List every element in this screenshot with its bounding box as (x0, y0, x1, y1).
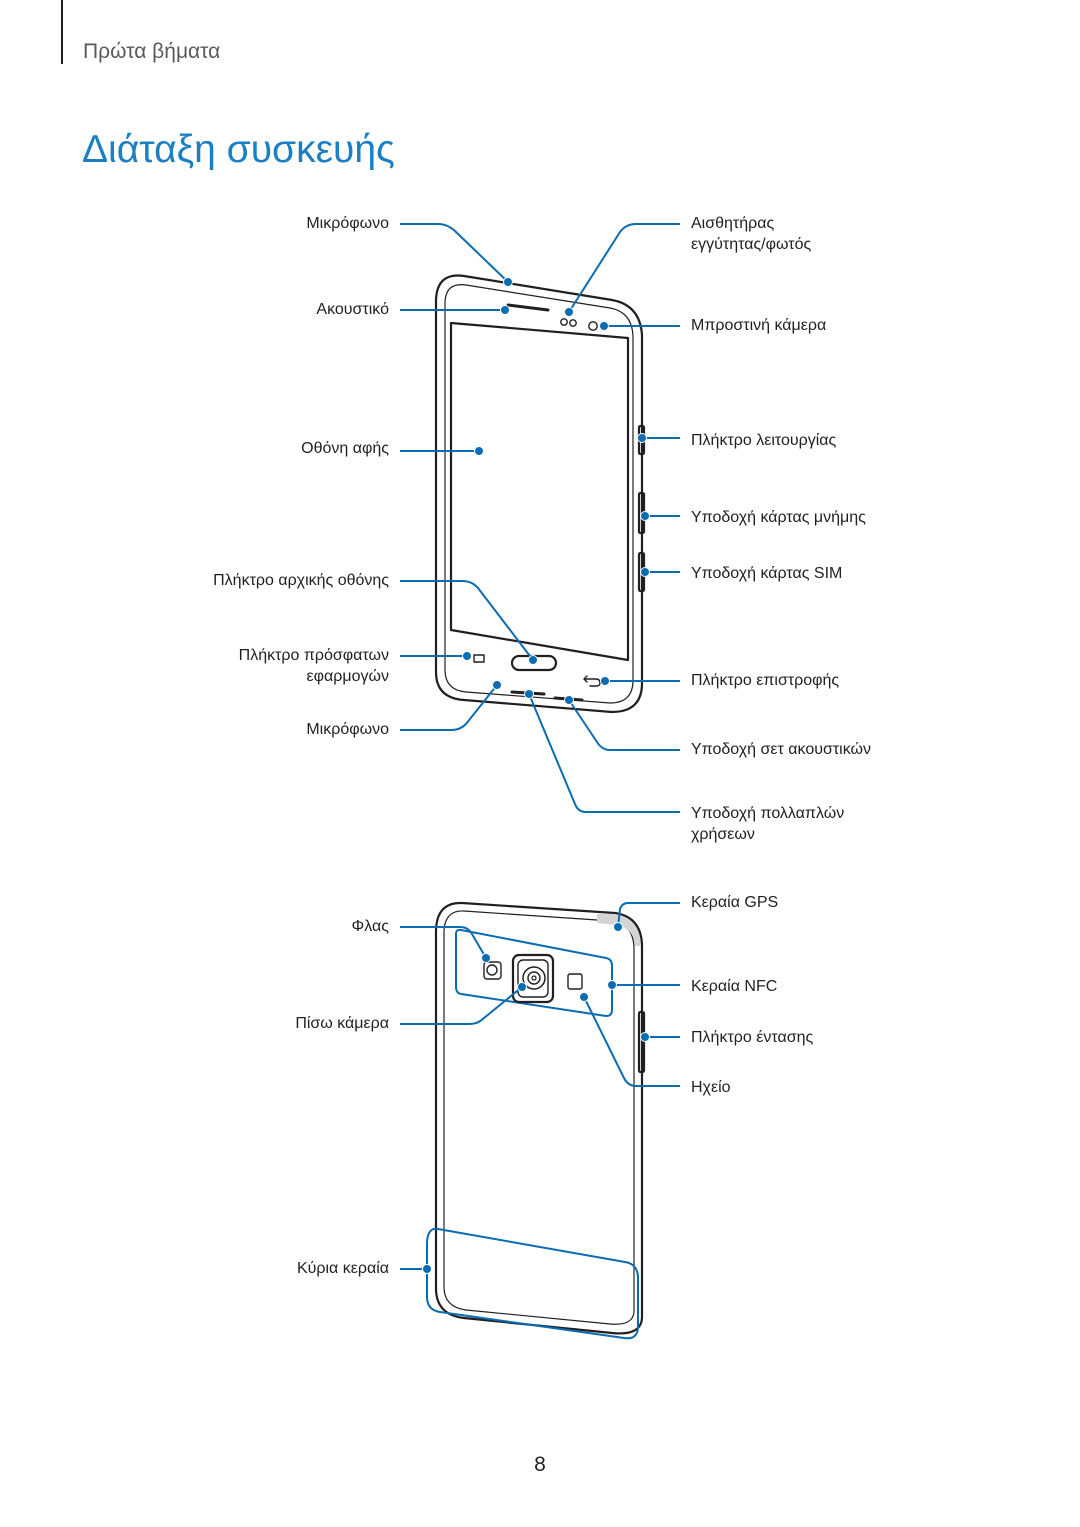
camera-housing-inner (517, 959, 549, 998)
front-screen (449, 321, 630, 662)
label-earpiece: Ακουστικό (316, 301, 389, 318)
dot-main-antenna (422, 1264, 432, 1274)
recent-apps-icon (473, 654, 485, 663)
camera-housing-outer (511, 953, 555, 1004)
back-phone-inner-edge (443, 910, 635, 1325)
flash-housing (483, 961, 502, 980)
leader-multipurpose (528, 693, 680, 813)
leader-sensor (568, 223, 680, 313)
dot-volume (640, 1032, 650, 1042)
leader-mic-bottom (400, 684, 498, 731)
page-number: 8 (534, 1453, 546, 1476)
label-front-camera: Μπροστινή κάμερα (691, 317, 827, 334)
dot-mic-bottom (492, 680, 502, 690)
label-volume-key: Πλήκτρο έντασης (691, 1029, 814, 1046)
front-phone-illustration (434, 274, 646, 714)
label-back-key: Πλήκτρο επιστροφής (691, 672, 840, 689)
dot-home-key (528, 655, 538, 665)
dot-recent-apps (462, 651, 472, 661)
section-title: Πρώτα βήματα (83, 40, 221, 63)
dot-speaker (579, 992, 589, 1002)
earpiece-grille (506, 303, 550, 312)
header-rule (61, 0, 63, 64)
label-sensor-line2: εγγύτητας/φωτός (691, 236, 812, 253)
dot-sim-slot (640, 567, 650, 577)
label-sim-slot: Υποδοχή κάρτας SIM (691, 565, 843, 582)
dot-memory-slot (640, 511, 650, 521)
label-rear-camera: Πίσω κάμερα (295, 1015, 389, 1032)
rear-camera-lens-inner (527, 971, 541, 985)
label-main-antenna: Κύρια κεραία (296, 1260, 389, 1277)
sensor-right (569, 319, 577, 327)
leader-mic-top (400, 223, 509, 283)
dot-mic-top (503, 277, 513, 287)
label-mic-bottom: Μικρόφωνο (306, 721, 389, 738)
rear-camera-lens-outer (522, 966, 546, 990)
flash-lens (486, 964, 498, 976)
leader-speaker (583, 996, 680, 1087)
back-key-icon (583, 675, 601, 687)
gps-antenna-region (597, 914, 641, 946)
dot-nfc (607, 980, 617, 990)
label-power-key: Πλήκτρο λειτουργίας (691, 432, 837, 449)
front-camera-lens (588, 321, 598, 331)
nfc-antenna-outline (455, 928, 613, 1017)
dot-flash (481, 953, 491, 963)
back-phone-illustration (426, 901, 646, 1340)
label-sensor-line1: Αισθητήρας (691, 215, 775, 232)
main-antenna-outline (426, 1227, 639, 1340)
label-gps-antenna: Κεραία GPS (691, 894, 779, 911)
leader-rear-camera (400, 986, 523, 1025)
label-home-key: Πλήκτρο αρχικής οθόνης (213, 572, 389, 589)
label-multipurpose-line2: χρήσεων (691, 826, 755, 843)
label-recent-apps-line1: Πλήκτρο πρόσφατων (238, 647, 389, 664)
sensor-left (560, 318, 568, 326)
label-speaker: Ηχείο (691, 1079, 731, 1096)
leader-flash (400, 926, 487, 959)
label-multipurpose-line1: Υποδοχή πολλαπλών (691, 805, 845, 822)
back-phone-body (434, 901, 644, 1335)
dot-sensor (564, 307, 574, 317)
label-headset-jack: Υποδοχή σετ ακουστικών (691, 741, 872, 758)
speaker-grille (567, 973, 583, 990)
dot-rear-camera (517, 982, 527, 992)
front-phone-inner-edge (444, 284, 634, 704)
dot-multipurpose (524, 689, 534, 699)
label-recent-apps-line2: εφαρμογών (306, 668, 389, 685)
dot-back-key (600, 676, 610, 686)
dot-touchscreen (474, 446, 484, 456)
volume-key-shape (637, 1010, 646, 1074)
label-flash: Φλας (351, 918, 389, 935)
front-phone-body (434, 274, 644, 714)
leader-headset-jack (568, 699, 680, 751)
label-touchscreen: Οθόνη αφής (301, 440, 389, 457)
leader-gps (617, 902, 680, 928)
dot-front-camera (599, 321, 609, 331)
label-mic-top: Μικρόφωνο (306, 215, 389, 232)
page-title: Διάταξη συσκευής (82, 128, 395, 171)
leader-home-key (400, 580, 534, 661)
rear-camera-lens-center (531, 975, 537, 981)
label-memory-slot: Υποδοχή κάρτας μνήμης (691, 509, 866, 526)
dot-gps (613, 922, 623, 932)
dot-earpiece (500, 305, 510, 315)
dot-headset-jack (564, 695, 574, 705)
dot-power-key (637, 433, 647, 443)
label-nfc-antenna: Κεραία NFC (691, 978, 778, 995)
